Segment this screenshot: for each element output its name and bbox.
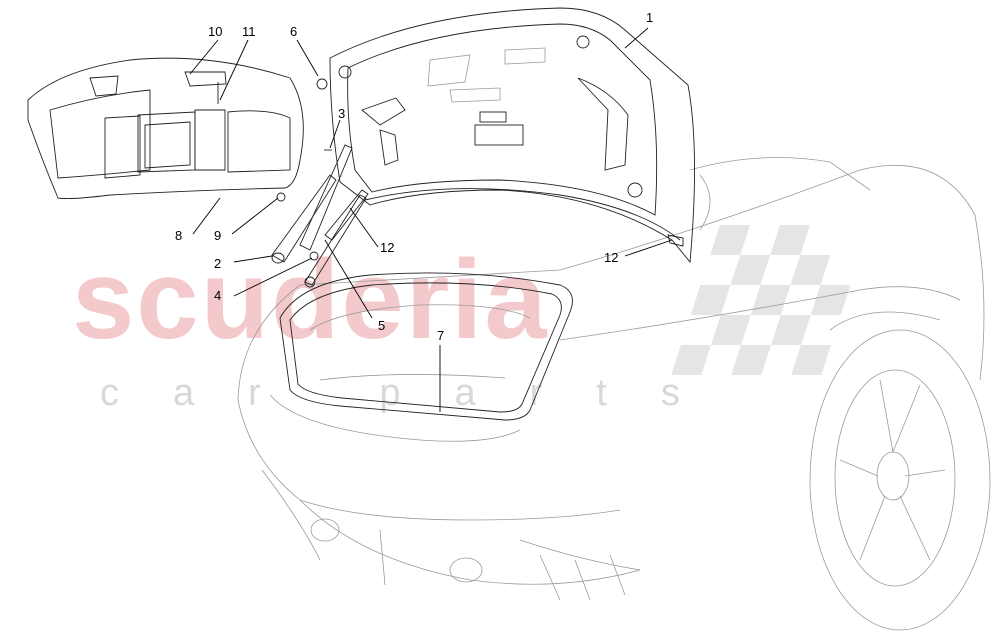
- trunk-opening-seal: [269, 272, 573, 442]
- callout-4: 4: [214, 288, 221, 303]
- checkered-flag-watermark: [671, 225, 851, 375]
- callout-8: 8: [175, 228, 182, 243]
- callout-12-hinge: 12: [380, 240, 394, 255]
- callout-5: 5: [378, 318, 385, 333]
- callout-9: 9: [214, 228, 221, 243]
- hinge-assembly: [271, 65, 369, 288]
- callout-11: 11: [242, 24, 256, 39]
- callout-labels: 1 2 3 4 5 6 7 8 9 10 11 12 12: [175, 10, 653, 343]
- callout-3: 3: [338, 106, 345, 121]
- leader-lines: [189, 27, 673, 412]
- inner-lining-panel: [27, 57, 304, 200]
- trunk-lid: [329, 7, 695, 264]
- watermark-subtitle: car parts: [100, 372, 734, 414]
- watermark-title: scuderia: [72, 237, 549, 362]
- callout-12-lid: 12: [604, 250, 618, 265]
- callout-7: 7: [437, 328, 444, 343]
- callout-2: 2: [214, 256, 221, 271]
- callout-6: 6: [290, 24, 297, 39]
- callout-1: 1: [646, 10, 653, 25]
- car-body-outline: [237, 157, 991, 631]
- callout-10: 10: [208, 24, 222, 39]
